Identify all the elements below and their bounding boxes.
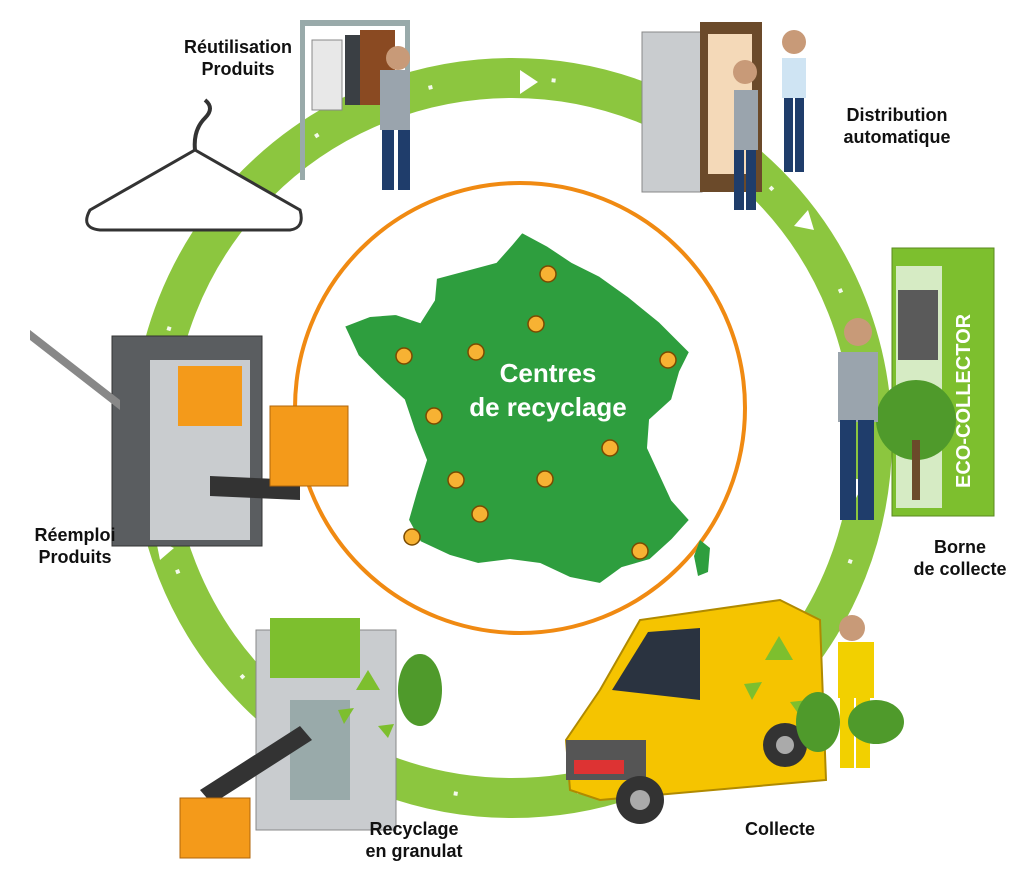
map-pin-icon [602, 440, 618, 456]
map-pin-icon [660, 352, 676, 368]
map-pin-icon [448, 472, 464, 488]
label-distribution-line1: Distribution [822, 104, 972, 126]
label-reemploi-line1: Réemploi [10, 524, 140, 546]
map-pin-icon [472, 506, 488, 522]
label-collecte-line1: Collecte [720, 818, 840, 840]
map-pin-icon [426, 408, 442, 424]
label-recyclage-line2: en granulat [344, 840, 484, 862]
map-pin-icon [404, 529, 420, 545]
label-borne-line2: de collecte [900, 558, 1020, 580]
reuse-scene [300, 20, 410, 190]
label-reemploi: Réemploi Produits [10, 524, 140, 568]
label-reemploi-line2: Produits [10, 546, 140, 568]
label-distribution: Distribution automatique [822, 104, 972, 148]
map-pin-icon [396, 348, 412, 364]
map-pin-icon [468, 344, 484, 360]
label-borne: Borne de collecte [900, 536, 1020, 580]
label-recyclage: Recyclage en granulat [344, 818, 484, 862]
center-title-line1: Centres [500, 358, 597, 388]
kiosk-brand-label: ECO-COLLECTOR [953, 313, 975, 488]
label-borne-line1: Borne [900, 536, 1020, 558]
map-pin-icon [540, 266, 556, 282]
map-pin-icon [537, 471, 553, 487]
center-title-line2: de recyclage [469, 392, 627, 422]
collection-van [566, 600, 904, 824]
map-pin-icon [632, 543, 648, 559]
label-reutilisation-line1: Réutilisation [168, 36, 308, 58]
label-reutilisation-line2: Produits [168, 58, 308, 80]
label-recyclage-line1: Recyclage [344, 818, 484, 840]
label-reutilisation: Réutilisation Produits [168, 36, 308, 80]
map-pin-icon [528, 316, 544, 332]
label-distribution-line2: automatique [822, 126, 972, 148]
label-collecte: Collecte [720, 818, 840, 840]
